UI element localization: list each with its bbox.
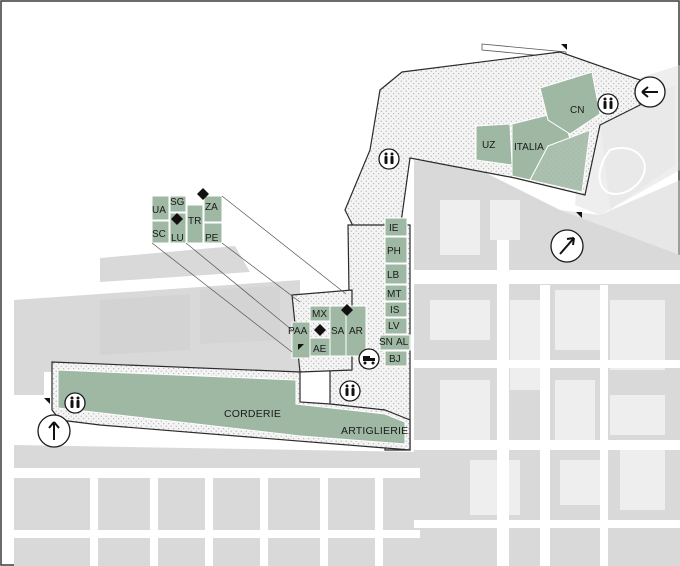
- label-ar: AR: [349, 326, 363, 337]
- label-is: IS: [390, 305, 400, 316]
- diamond-icons: [171, 188, 353, 336]
- label-ua: UA: [152, 205, 166, 216]
- label-sn: SN: [379, 337, 393, 348]
- pavilion-sc: [151, 220, 170, 244]
- label-pe: PE: [205, 233, 219, 244]
- exit-arrow-icon[interactable]: [634, 76, 666, 108]
- entrance-arrow-icon[interactable]: [37, 414, 71, 448]
- pavilion-bj: [384, 350, 408, 367]
- pavilion-ie: [384, 217, 408, 237]
- label-bj: BJ: [389, 354, 401, 365]
- label-al: AL: [396, 337, 409, 348]
- label-tr: TR: [188, 216, 201, 227]
- pavilion-is: [384, 301, 408, 318]
- label-artiglierie: ARTIGLIERIE: [341, 425, 408, 437]
- pavilion-ar: [345, 305, 367, 357]
- label-lu: LU: [171, 233, 184, 244]
- diamond-icon: [341, 304, 353, 316]
- leader-lines: [151, 195, 347, 353]
- pavilion-ph: [384, 236, 408, 264]
- entrance-markers: [44, 44, 582, 404]
- label-ie: IE: [389, 223, 399, 234]
- label-sa: SA: [331, 326, 345, 337]
- restroom-icon[interactable]: [64, 392, 86, 414]
- pavilion-za: [203, 195, 223, 223]
- pavilion-ua: [151, 195, 170, 221]
- pavilion-lv: [384, 317, 408, 335]
- restroom-icon[interactable]: [339, 380, 361, 402]
- label-ae: AE: [313, 344, 327, 355]
- cart-icon[interactable]: [358, 348, 380, 370]
- label-mx: MX: [312, 309, 327, 320]
- diamond-icon: [314, 324, 326, 336]
- pavilion-pe: [203, 222, 223, 244]
- pavilion-lb: [384, 263, 408, 285]
- label-cn: CN: [570, 105, 584, 116]
- label-mt: MT: [387, 289, 401, 300]
- label-ph: PH: [387, 246, 401, 257]
- pavilions: [57, 71, 601, 445]
- pavilion-cn: [539, 71, 601, 135]
- corderie-hall: [57, 369, 406, 445]
- label-italia: ITALIA: [514, 142, 544, 153]
- diamond-icon: [197, 188, 209, 200]
- label-sg: SG: [170, 197, 185, 208]
- label-sc: SC: [152, 229, 166, 240]
- restroom-icon[interactable]: [597, 93, 619, 115]
- diamond-icon: [171, 213, 183, 225]
- entrance-arrow-icon[interactable]: [550, 229, 584, 263]
- label-lv: LV: [388, 321, 400, 332]
- labels: CORDERIE ARTIGLIERIE ITALIA UZ CN IE PH …: [152, 105, 584, 437]
- pavilion-sg: [169, 195, 187, 213]
- label-za: ZA: [205, 202, 218, 213]
- pavilion-mt: [384, 284, 408, 302]
- label-uz: UZ: [482, 140, 495, 151]
- restroom-icon[interactable]: [378, 148, 400, 170]
- label-paa: PAA: [288, 326, 308, 337]
- label-lb: LB: [387, 270, 400, 281]
- pavilion-tr: [186, 204, 204, 244]
- label-corderie: CORDERIE: [224, 408, 281, 420]
- pavilion-sn-al: [379, 334, 411, 351]
